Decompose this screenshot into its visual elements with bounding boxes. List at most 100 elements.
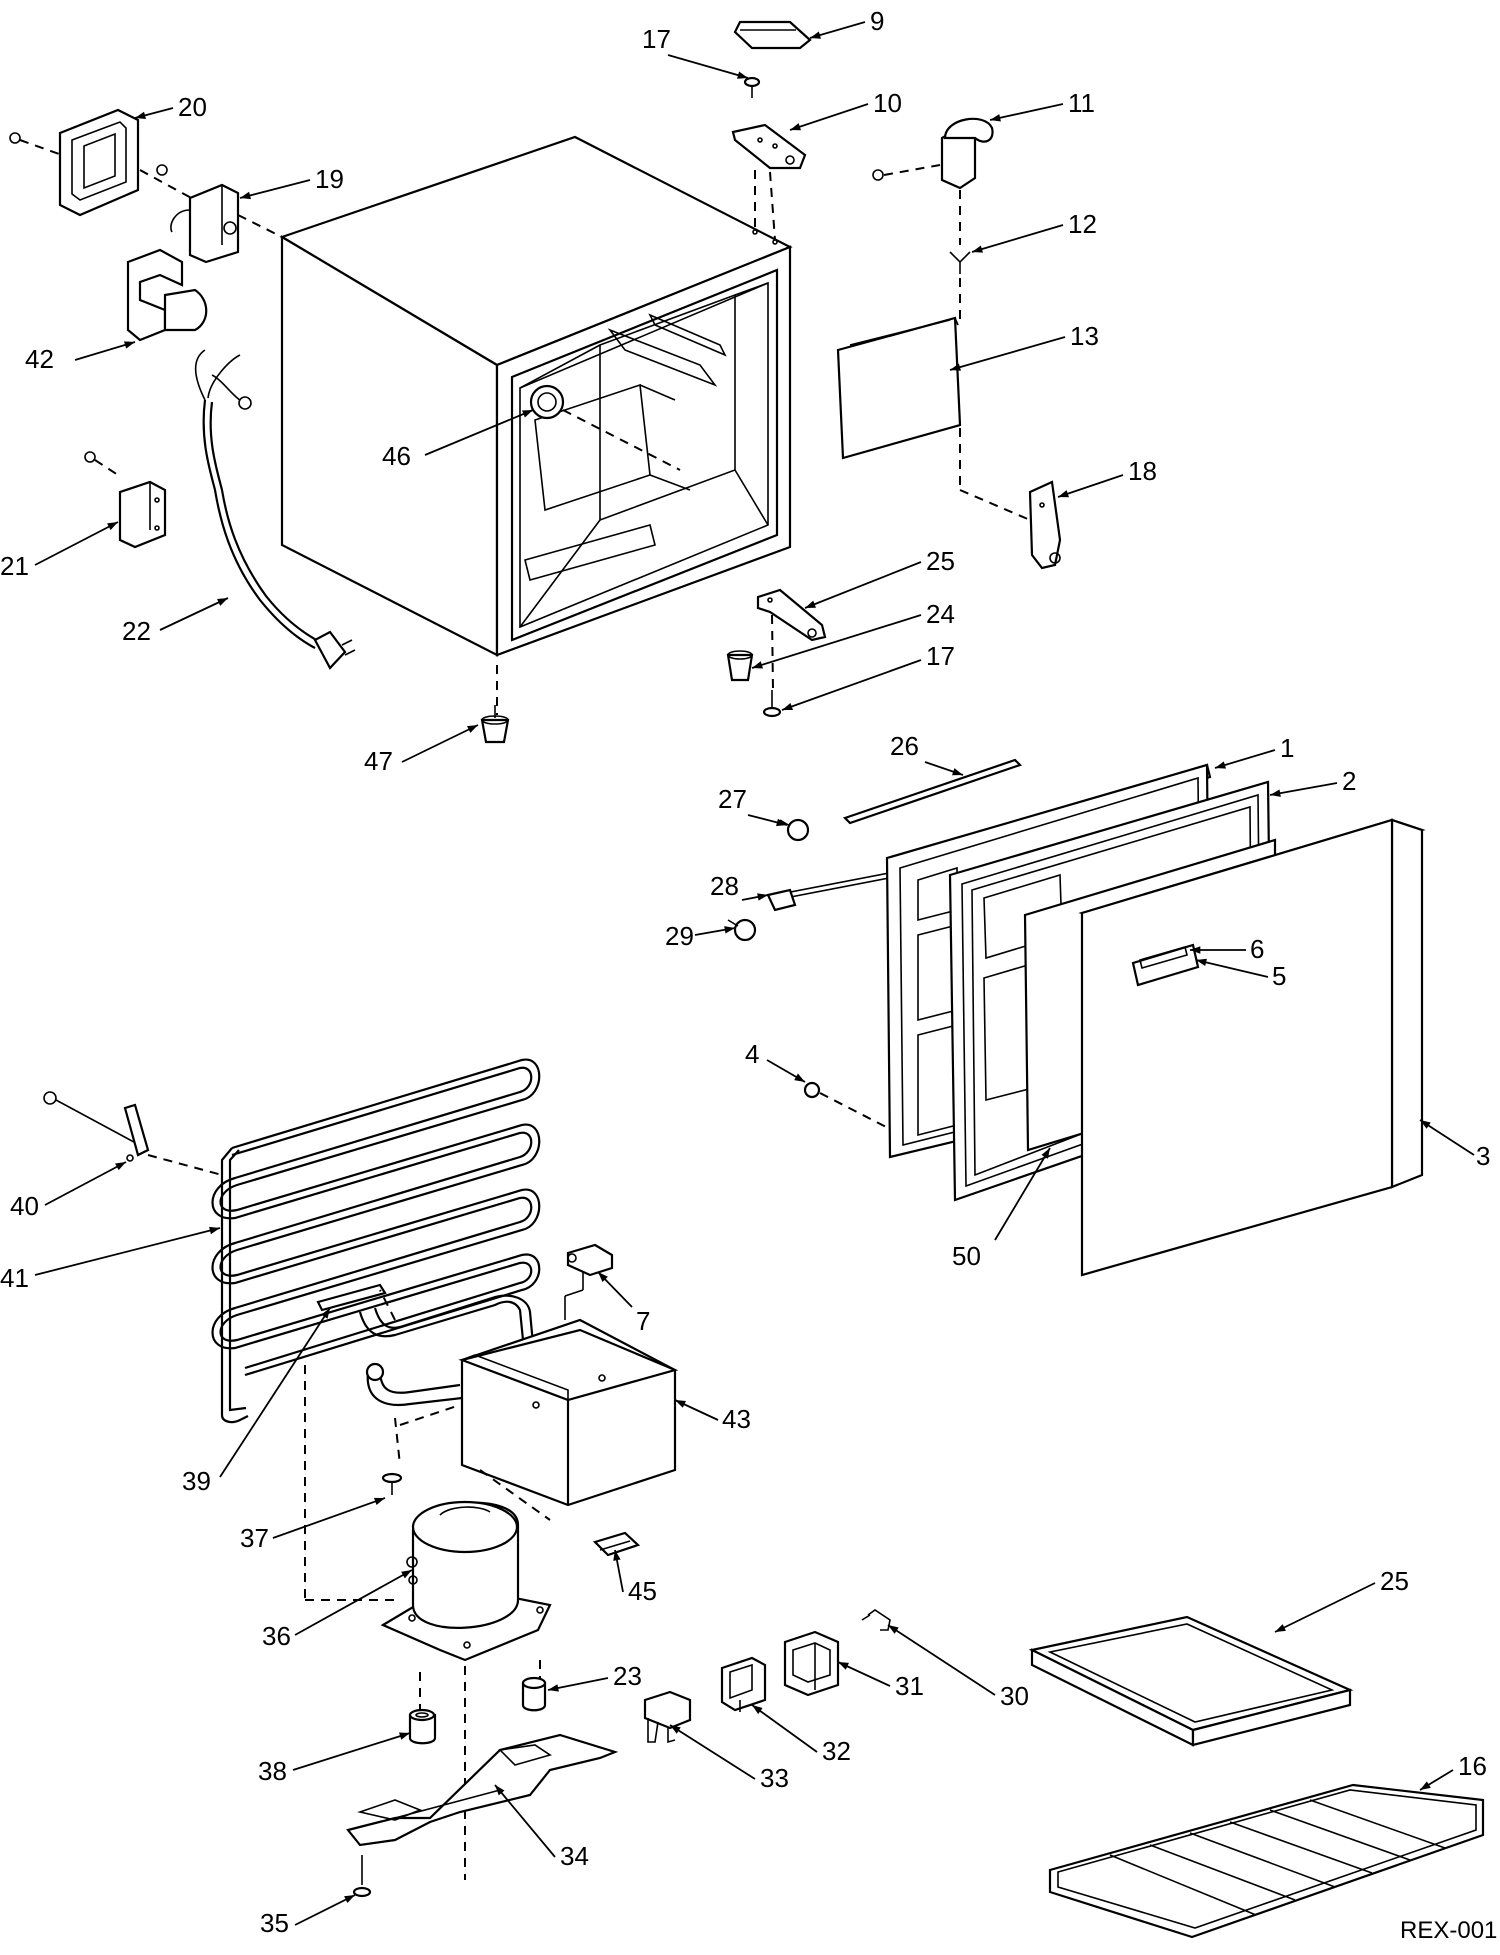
callout-arrowhead bbox=[321, 1308, 330, 1319]
callout-c43: 43 bbox=[674, 1399, 751, 1434]
cord-clamp bbox=[84, 451, 167, 549]
callout-c19: 19 bbox=[239, 164, 344, 200]
callout-arrowhead bbox=[1196, 958, 1207, 967]
callout-number: 11 bbox=[1068, 88, 1095, 118]
callout-arrowhead bbox=[952, 768, 963, 776]
power-cord bbox=[194, 349, 356, 670]
callout-arrowhead bbox=[401, 1570, 412, 1579]
callout-arrowhead bbox=[1058, 490, 1069, 498]
callout-leader bbox=[751, 614, 922, 669]
callout-arrowhead bbox=[838, 1662, 849, 1670]
callout-leader bbox=[401, 724, 479, 763]
callout-c28: 28 bbox=[710, 871, 769, 901]
callout-number: 25 bbox=[1380, 1566, 1409, 1596]
wire-shelf bbox=[1048, 1783, 1485, 1939]
callout-c33: 33 bbox=[669, 1724, 789, 1793]
compressor bbox=[380, 1500, 552, 1662]
callout-arrowhead bbox=[467, 725, 478, 733]
callout-leader bbox=[494, 1784, 556, 1858]
callout-arrowhead bbox=[522, 410, 533, 418]
thermal-protector bbox=[564, 1243, 614, 1320]
callout-arrowhead bbox=[790, 123, 801, 131]
callout-arrowhead bbox=[950, 363, 961, 371]
callout-c25a: 25 bbox=[804, 546, 955, 609]
callout-leader bbox=[34, 521, 119, 566]
callout-number: 41 bbox=[0, 1263, 29, 1293]
callout-number: 5 bbox=[1272, 961, 1286, 991]
callout-number: 38 bbox=[258, 1756, 287, 1786]
hinge-foot bbox=[726, 650, 754, 682]
lower-hinge-bracket bbox=[756, 588, 827, 642]
hinge-screw-bottom bbox=[762, 690, 782, 718]
filter-drier bbox=[316, 1283, 387, 1312]
callout-number: 20 bbox=[178, 92, 207, 122]
callout-number: 23 bbox=[613, 1661, 642, 1691]
callout-number: 33 bbox=[760, 1763, 789, 1793]
door-bumper-bottom bbox=[727, 918, 757, 942]
callout-leader bbox=[1195, 959, 1269, 978]
callout-number: 21 bbox=[0, 551, 29, 581]
callout-number: 42 bbox=[25, 344, 54, 374]
callout-leader bbox=[971, 224, 1064, 253]
callout-leader bbox=[989, 103, 1064, 121]
callout-arrowhead bbox=[548, 1684, 559, 1692]
callout-arrowhead bbox=[399, 1732, 410, 1740]
drawing-code: REX-001 bbox=[1400, 1917, 1497, 1944]
callout-c9: 9 bbox=[809, 6, 884, 39]
callout-number: 46 bbox=[382, 441, 411, 471]
callout-arrowhead bbox=[344, 1895, 355, 1903]
callout-arrowhead bbox=[1420, 1120, 1431, 1129]
callout-leader bbox=[781, 659, 922, 711]
callout-c37: 37 bbox=[240, 1497, 386, 1553]
callout-c36: 36 bbox=[262, 1569, 413, 1651]
callout-number: 18 bbox=[1128, 456, 1157, 486]
callout-c39: 39 bbox=[182, 1307, 331, 1496]
callout-arrowhead bbox=[737, 71, 748, 79]
callout-arrowhead bbox=[782, 702, 793, 711]
callout-arrowhead bbox=[972, 245, 983, 253]
cabinet bbox=[279, 135, 793, 657]
callout-arrowhead bbox=[1190, 946, 1201, 954]
compressor-base-plate bbox=[346, 1733, 619, 1847]
callout-number: 35 bbox=[260, 1908, 289, 1938]
callout-c16: 16 bbox=[1419, 1751, 1487, 1791]
callout-c34: 34 bbox=[494, 1784, 589, 1871]
callout-arrowhead bbox=[888, 1625, 899, 1634]
callout-number: 3 bbox=[1476, 1141, 1490, 1171]
callout-c46: 46 bbox=[382, 409, 534, 471]
compressor-screw bbox=[381, 1472, 403, 1495]
door-handle bbox=[1131, 943, 1200, 987]
callout-number: 2 bbox=[1342, 766, 1356, 796]
callout-number: 19 bbox=[315, 164, 344, 194]
callout-arrowhead bbox=[805, 600, 816, 608]
callout-c3: 3 bbox=[1419, 1119, 1490, 1171]
callout-c1: 1 bbox=[1214, 733, 1294, 769]
callout-leader bbox=[804, 561, 922, 609]
condenser-coil bbox=[211, 1058, 541, 1424]
base-grommet bbox=[408, 1708, 437, 1745]
callout-leader bbox=[219, 1307, 331, 1478]
callout-leader bbox=[34, 1227, 221, 1276]
hinge-screw-top bbox=[743, 76, 761, 98]
callout-leader bbox=[994, 1147, 1051, 1241]
callout-number: 32 bbox=[822, 1736, 851, 1766]
callout-number: 13 bbox=[1070, 321, 1099, 351]
callout-number: 1 bbox=[1280, 733, 1294, 763]
callout-leader bbox=[294, 1894, 356, 1926]
callout-number: 12 bbox=[1068, 209, 1097, 239]
hinge-cover bbox=[733, 20, 812, 50]
callout-leader bbox=[44, 1161, 127, 1206]
callout-number: 28 bbox=[710, 871, 739, 901]
door-rod bbox=[842, 758, 1023, 825]
callout-c17a: 17 bbox=[642, 24, 749, 79]
callout-c45: 45 bbox=[613, 1549, 657, 1606]
callout-leader bbox=[292, 1732, 411, 1771]
callout-c25b: 25 bbox=[1274, 1566, 1409, 1633]
bottom-hinge bbox=[1028, 480, 1062, 570]
callout-number: 40 bbox=[10, 1191, 39, 1221]
callout-number: 10 bbox=[873, 88, 902, 118]
callout-c41: 41 bbox=[0, 1226, 221, 1293]
callout-number: 29 bbox=[665, 921, 694, 951]
